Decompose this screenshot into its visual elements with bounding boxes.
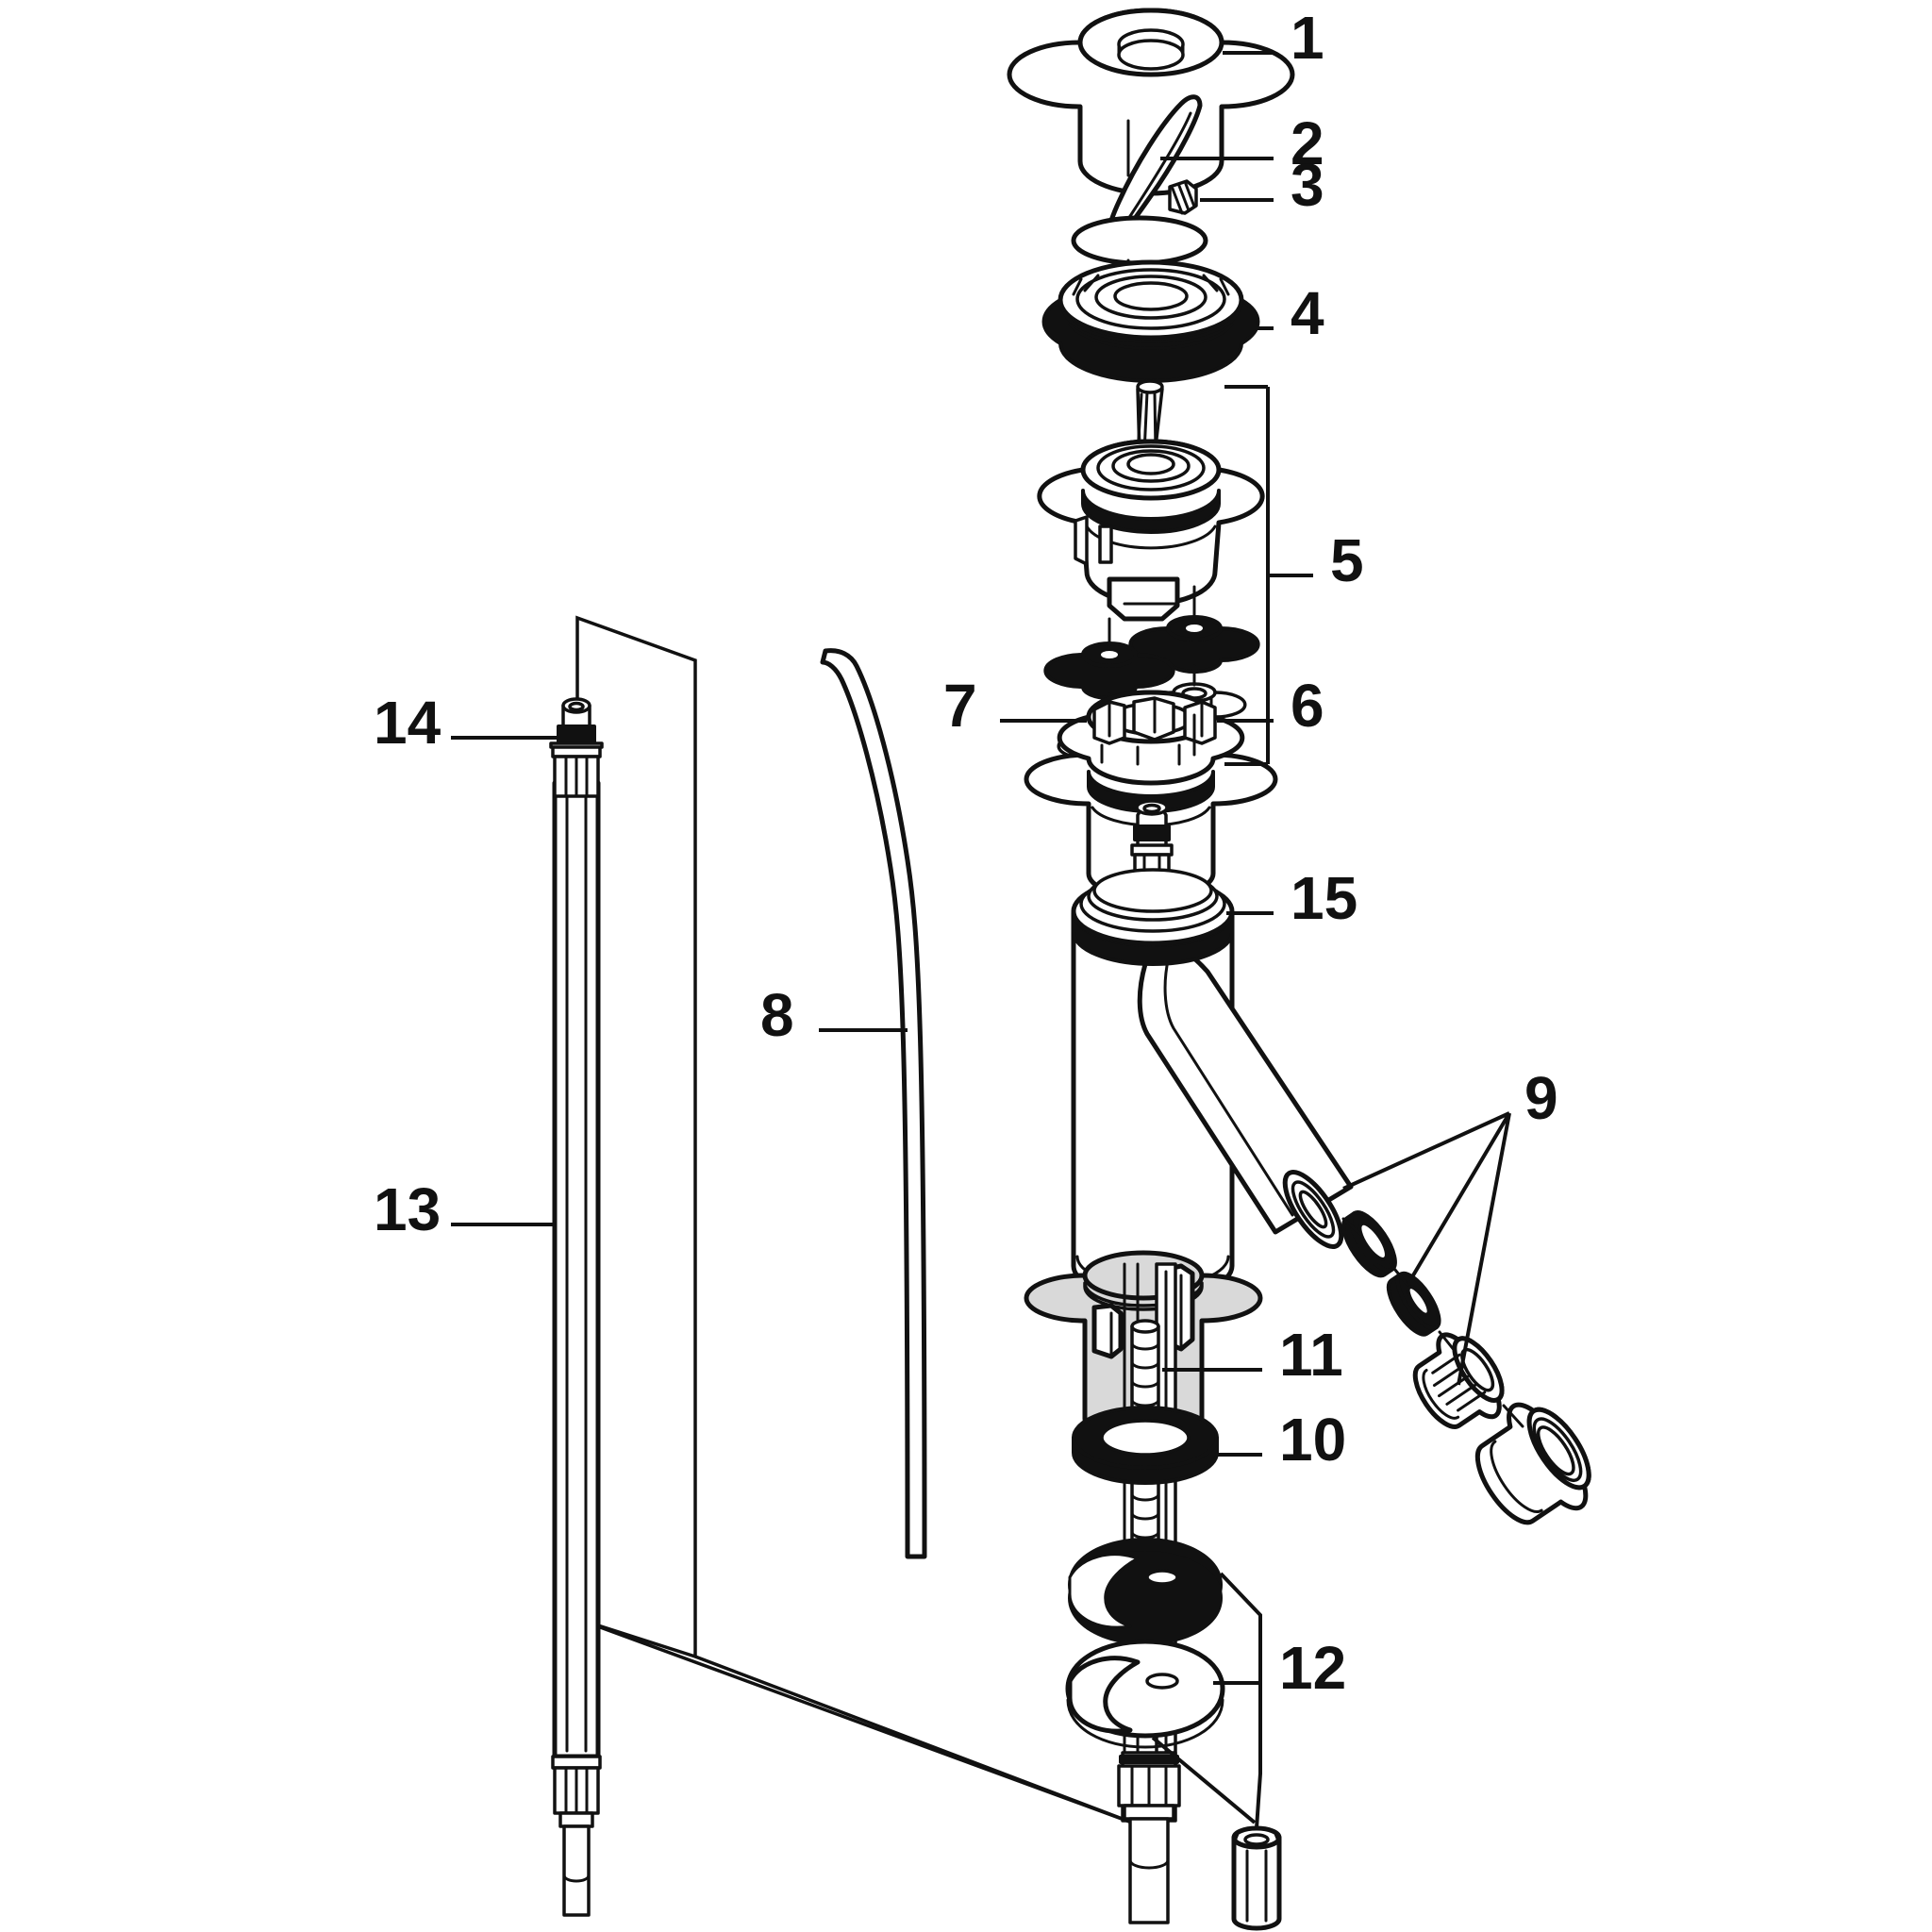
part-3-grub-screw [1168,179,1198,215]
part-13-14-supply-hose [549,697,604,1917]
callout-7[interactable]: 7 [943,672,977,740]
part-12-washers-and-sleeve [1065,1538,1282,1931]
part-15-faucet-body [1071,868,1354,1301]
callout-12[interactable]: 12 [1279,1634,1347,1702]
callout-3[interactable]: 3 [1291,151,1324,219]
part-9-aerator-set [1341,1210,1591,1525]
callout-4[interactable]: 4 [1291,279,1324,347]
callout-2[interactable]: 2 [1291,109,1324,177]
callout-15[interactable]: 15 [1291,864,1358,932]
part-12-sleeve [1231,1825,1282,1931]
callout-5[interactable]: 5 [1330,526,1364,594]
callout-14[interactable]: 14 [374,689,441,757]
part-1-escutcheon-ring [1007,8,1295,196]
callout-1[interactable]: 1 [1291,4,1324,72]
callout-6[interactable]: 6 [1291,672,1324,740]
callout-11[interactable]: 11 [1279,1321,1343,1389]
callout-13[interactable]: 13 [374,1175,441,1243]
lower-rod-end [1117,1751,1181,1924]
leader-lines [451,51,1511,1829]
part-2-lever-handle [1071,94,1208,266]
callout-9[interactable]: 9 [1524,1064,1558,1132]
part-4-cap-collar [1041,259,1260,383]
callout-8[interactable]: 8 [760,981,794,1049]
callout-10[interactable]: 10 [1279,1406,1347,1474]
part-8-lift-rod [820,648,927,1559]
part-10-o-ring [1072,1406,1219,1485]
part-6-7-cartridge-holder [1024,690,1278,901]
